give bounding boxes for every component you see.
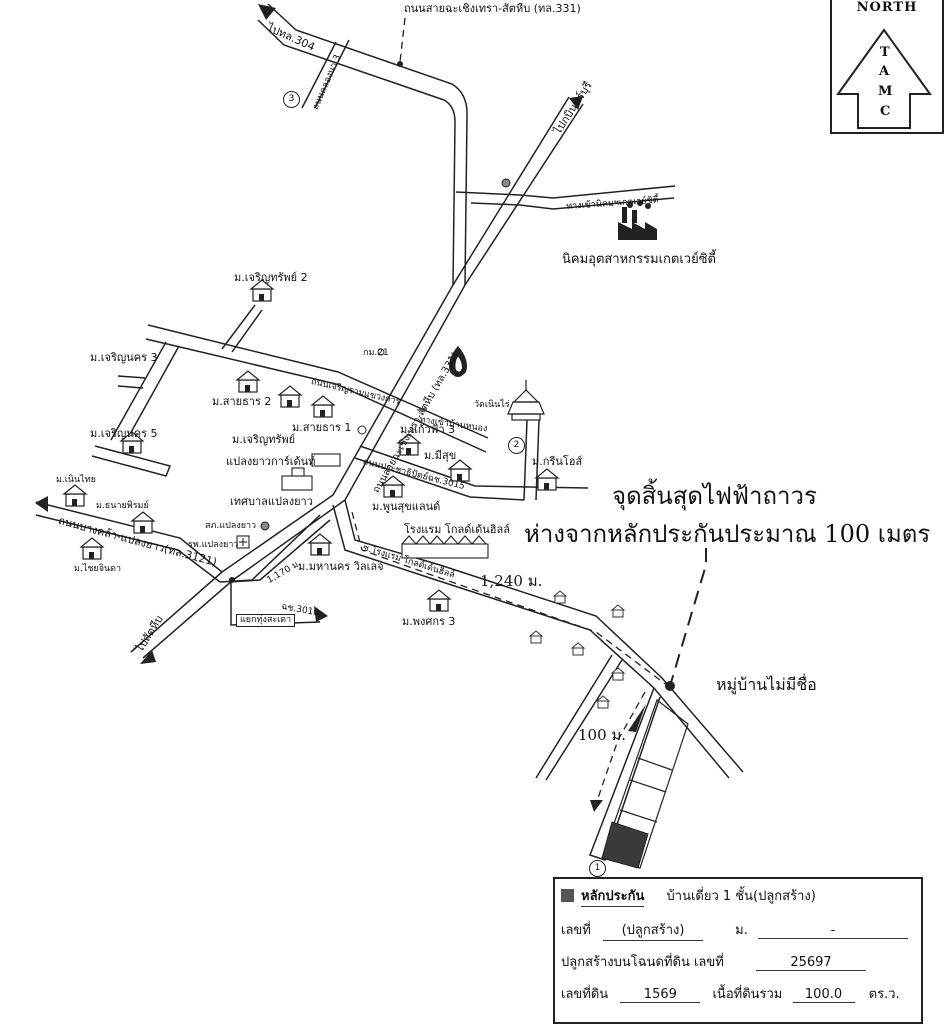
north-label: NORTH [856,0,918,15]
plot-lots [601,699,689,869]
north-arrow-icon [836,28,932,129]
charoen3-label: ม.เจริญนคร 3 [90,351,158,364]
road-331-top-label: ถนนสายฉะเชิงเทรา-สัตหีบ (ทล.331) [404,2,581,15]
chaipankha-label: ม.ไชยจินดา [74,564,122,574]
marker-1: 1 [589,860,606,877]
land-no-label: เลขที่ดิน [561,987,609,1002]
hotel-label: โรงแรม โกลด์เด้นฮิลล์ [404,523,511,536]
secondary-roads [35,39,744,861]
green-home-label: ม.กรีนโฮส์ [532,455,583,468]
moo-value: - [758,923,908,939]
factory-icon [618,200,657,240]
deed-label: ปลูกสร้างบนโฉนดที่ดิน เลขที่ [561,955,724,970]
pongsakorn-label: ม.พงศกร 3 [402,615,456,628]
route-dashed [351,17,669,799]
village-noname-label: หมู่บ้านไม่มีชื่อ [716,675,817,694]
area-unit: ตร.ว. [868,987,900,1002]
notice-line-1: จุดสิ้นสุดไฟฟ้าถาวร [612,482,817,510]
wat-label: วัดเนินไร่ [474,400,510,410]
deed-value: 25697 [756,955,866,971]
km21-label: กม.21 [363,348,389,358]
north-letter-t: T [880,45,890,60]
saithan2-label: ม.สายธาร 2 [212,395,272,408]
charoensap-label: ม.เจริญทรัพย์ [232,433,296,446]
mahanakorn-label: ม.มหานคร วิลเลจ [298,560,384,573]
north-arrow-panel: NORTH T A M C [830,0,944,134]
arrow-heads [35,4,583,664]
junction-label: แยกทุ่งสะเดา [236,614,296,627]
north-letter-a: A [879,64,890,79]
info-title: หลักประกัน [581,885,645,907]
hotel-icon [401,535,489,559]
north-letter-c: C [880,104,891,119]
distance-1240-label: 1,240 ม. [480,572,543,590]
industrial-estate-label: นิคมอุตสาหกรรมเกตเวย์ซิตี้ [562,252,716,267]
tessaban-label: เทศบาลแปลงยาว [230,495,313,508]
marker-3: 3 [283,91,300,108]
police-label: สภ.แปลงยาว [205,521,257,531]
marker-2: 2 [508,437,525,454]
hospital-label: รพ.แปลงยาว [188,540,239,550]
temple-icon [507,380,545,421]
nernthai-label: ม.เนินไทย [56,475,96,485]
pluangyao-garden-label: แปลงยาวการ์เด้นท์ [226,455,316,468]
thanaipirom-label: ม.ธนายพิรมย์ [96,501,149,511]
building-icons [236,453,341,549]
area-label: เนื้อที่ดินรวม [712,987,783,1002]
poonsuk-label: ม.พูนสุขแลนด์ [372,500,441,513]
info-desc: บ้านเดี่ยว 1 ชั้น(ปลูกสร้าง) [666,889,816,904]
charoensap2-label: ม.เจริญทรัพย์ 2 [234,271,308,284]
notice-leader [669,548,707,687]
saithan-label: ม.สายธาร 1 [292,421,352,434]
meesuk-label: ม.มีสุข [424,449,457,462]
north-letter-m: M [878,84,893,99]
house-no-label: เลขที่ [561,923,591,938]
notice-line-2: ห่างจากหลักประกันประมาณ 100 เมตร [524,520,931,548]
land-no-value: 1569 [620,987,701,1003]
charoen5-label: ม.เจริญนคร 5 [90,427,158,440]
moo-label: ม. [735,923,748,938]
gas-station-icon [449,346,467,377]
kaewfa-label: ม.แก้วฟ้า 3 [400,423,456,436]
distance-100-label: 100 ม. [578,726,627,744]
collateral-info-box: หลักประกัน บ้านเดี่ยว 1 ชั้น(ปลูกสร้าง) … [553,877,923,1024]
area-value: 100.0 [792,987,855,1003]
house-no-value: (ปลูกสร้าง) [603,919,704,941]
collateral-swatch [561,889,574,902]
collateral-plot [601,821,649,869]
